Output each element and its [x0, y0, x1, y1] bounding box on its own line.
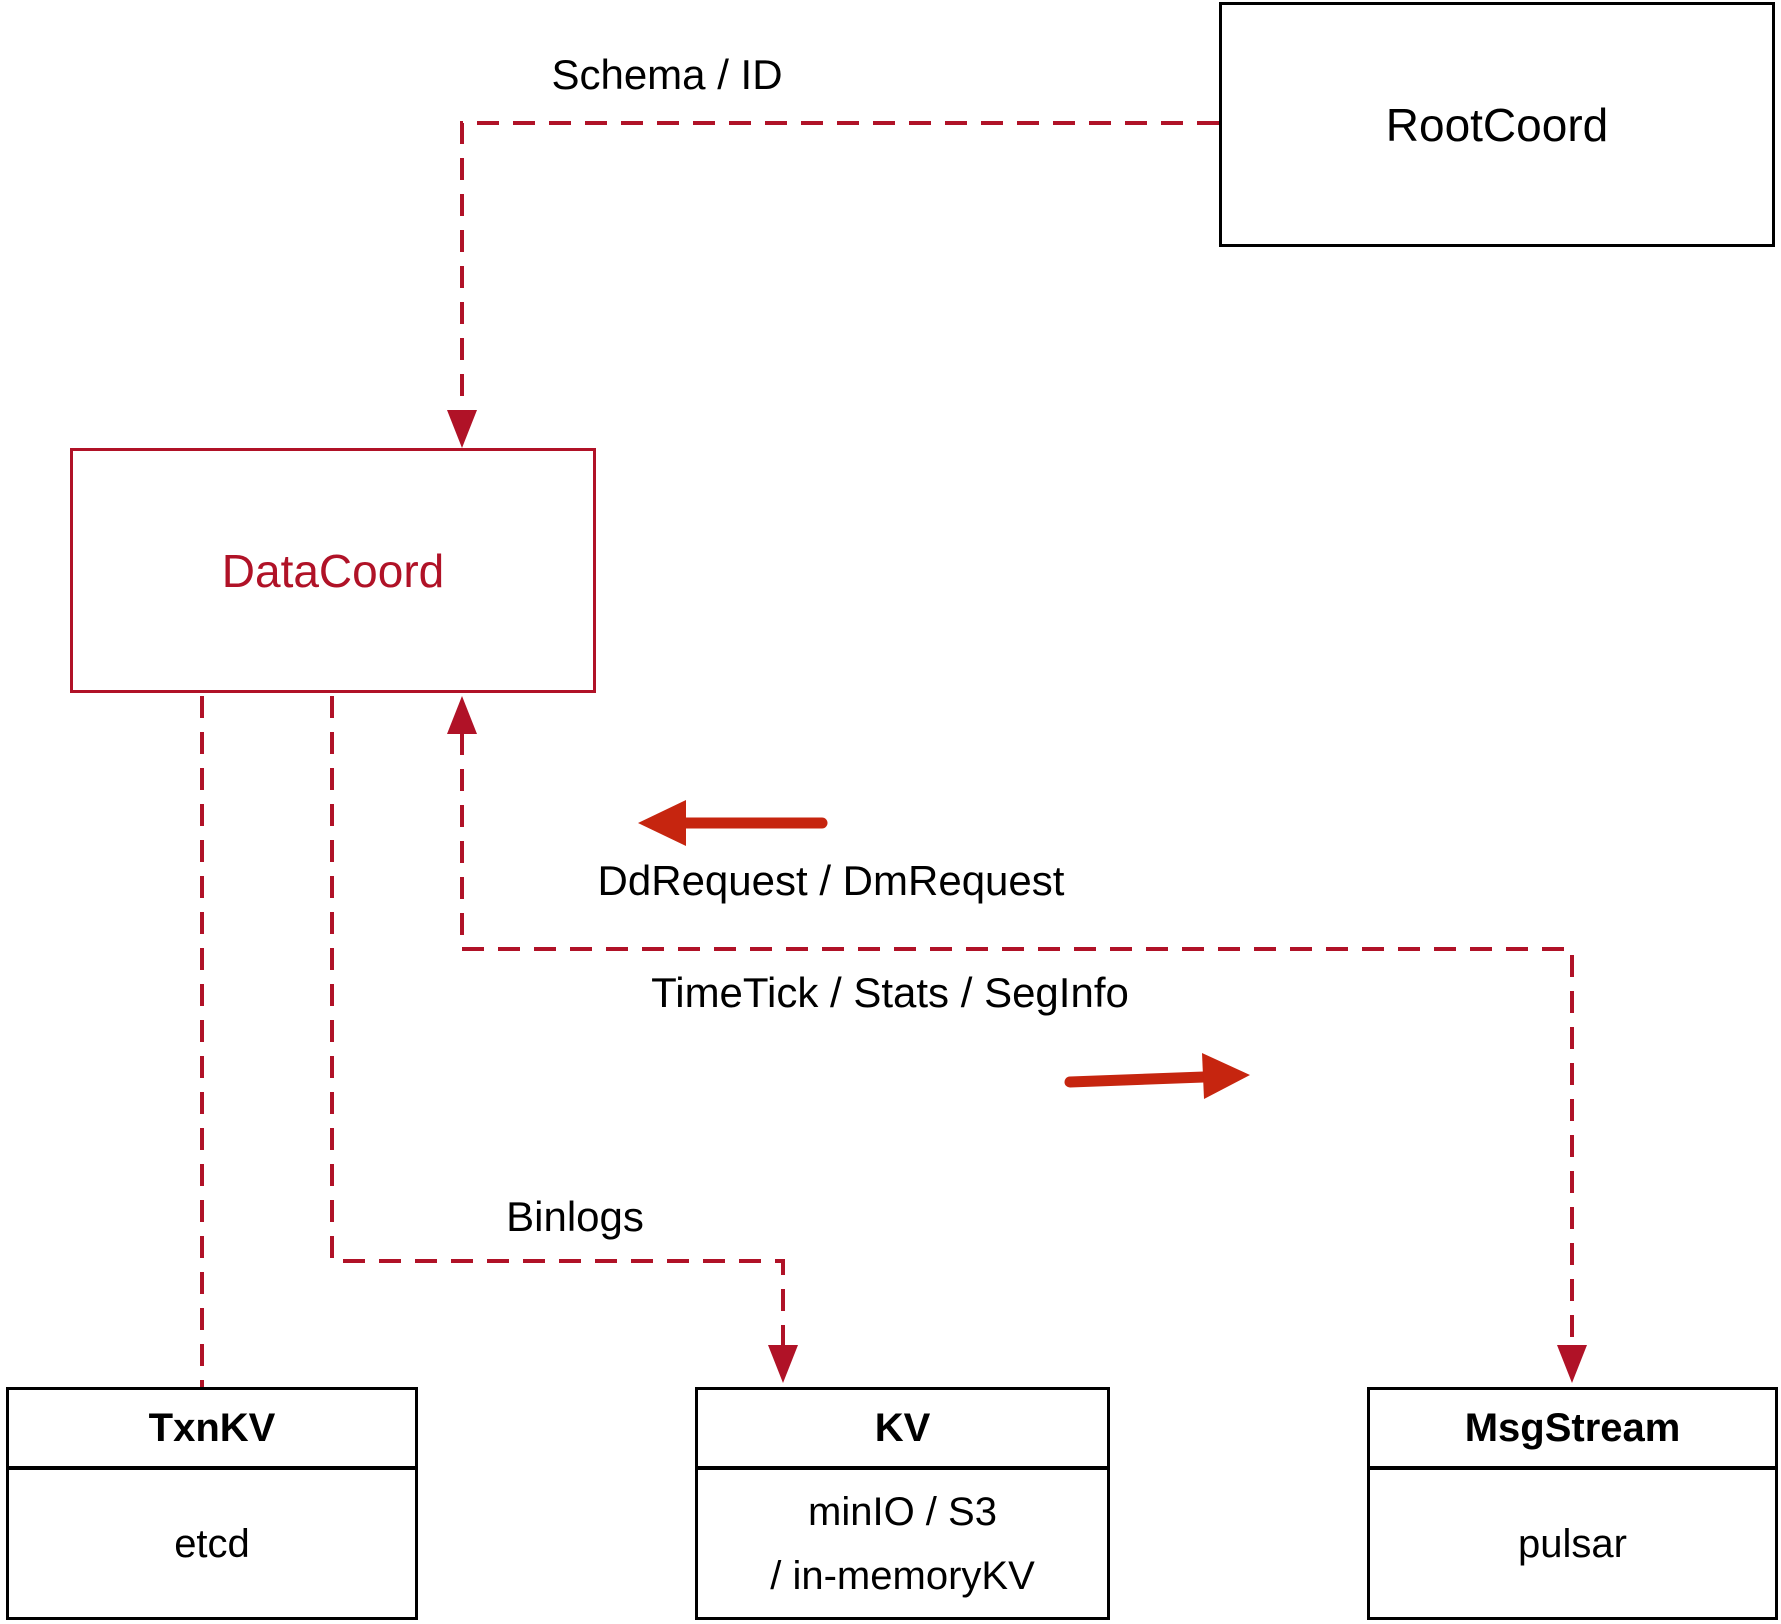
- right-direction-arrow: [1064, 1053, 1250, 1099]
- node-datacoord: DataCoord: [70, 448, 596, 693]
- kv-title: KV: [698, 1390, 1107, 1470]
- arrowhead-into-msgstream-top: [1557, 1345, 1587, 1383]
- label-schema-id: Schema / ID: [551, 51, 783, 98]
- arrowhead-into-datacoord-top: [447, 410, 477, 448]
- msgstream-body: pulsar: [1518, 1521, 1627, 1566]
- node-txnkv: TxnKV etcd: [6, 1387, 418, 1620]
- arrowhead-into-kv-top: [768, 1345, 798, 1383]
- node-kv: KV minIO / S3 / in-memoryKV: [695, 1387, 1110, 1620]
- edge-schema-id: [460, 121, 1219, 410]
- arrowhead-into-datacoord-bottom: [447, 696, 477, 734]
- msgstream-title: MsgStream: [1370, 1390, 1775, 1470]
- kv-body-line1: minIO / S3: [808, 1489, 997, 1534]
- edge-binlogs: [330, 696, 785, 1345]
- txnkv-body: etcd: [174, 1521, 250, 1566]
- node-msgstream: MsgStream pulsar: [1367, 1387, 1778, 1620]
- kv-body-line2: / in-memoryKV: [770, 1553, 1035, 1598]
- datacoord-label: DataCoord: [221, 544, 445, 597]
- label-binlogs: Binlogs: [506, 1193, 644, 1240]
- label-ddrequest-dmrequest: DdRequest / DmRequest: [597, 857, 1065, 904]
- rootcoord-label: RootCoord: [1385, 98, 1609, 151]
- txnkv-title: TxnKV: [9, 1390, 415, 1470]
- label-timetick-stats-seginfo: TimeTick / Stats / SegInfo: [651, 969, 1129, 1016]
- node-rootcoord: RootCoord: [1219, 2, 1775, 247]
- left-direction-arrow: [638, 800, 828, 846]
- edge-ddrequest-timetick: [460, 733, 1574, 1345]
